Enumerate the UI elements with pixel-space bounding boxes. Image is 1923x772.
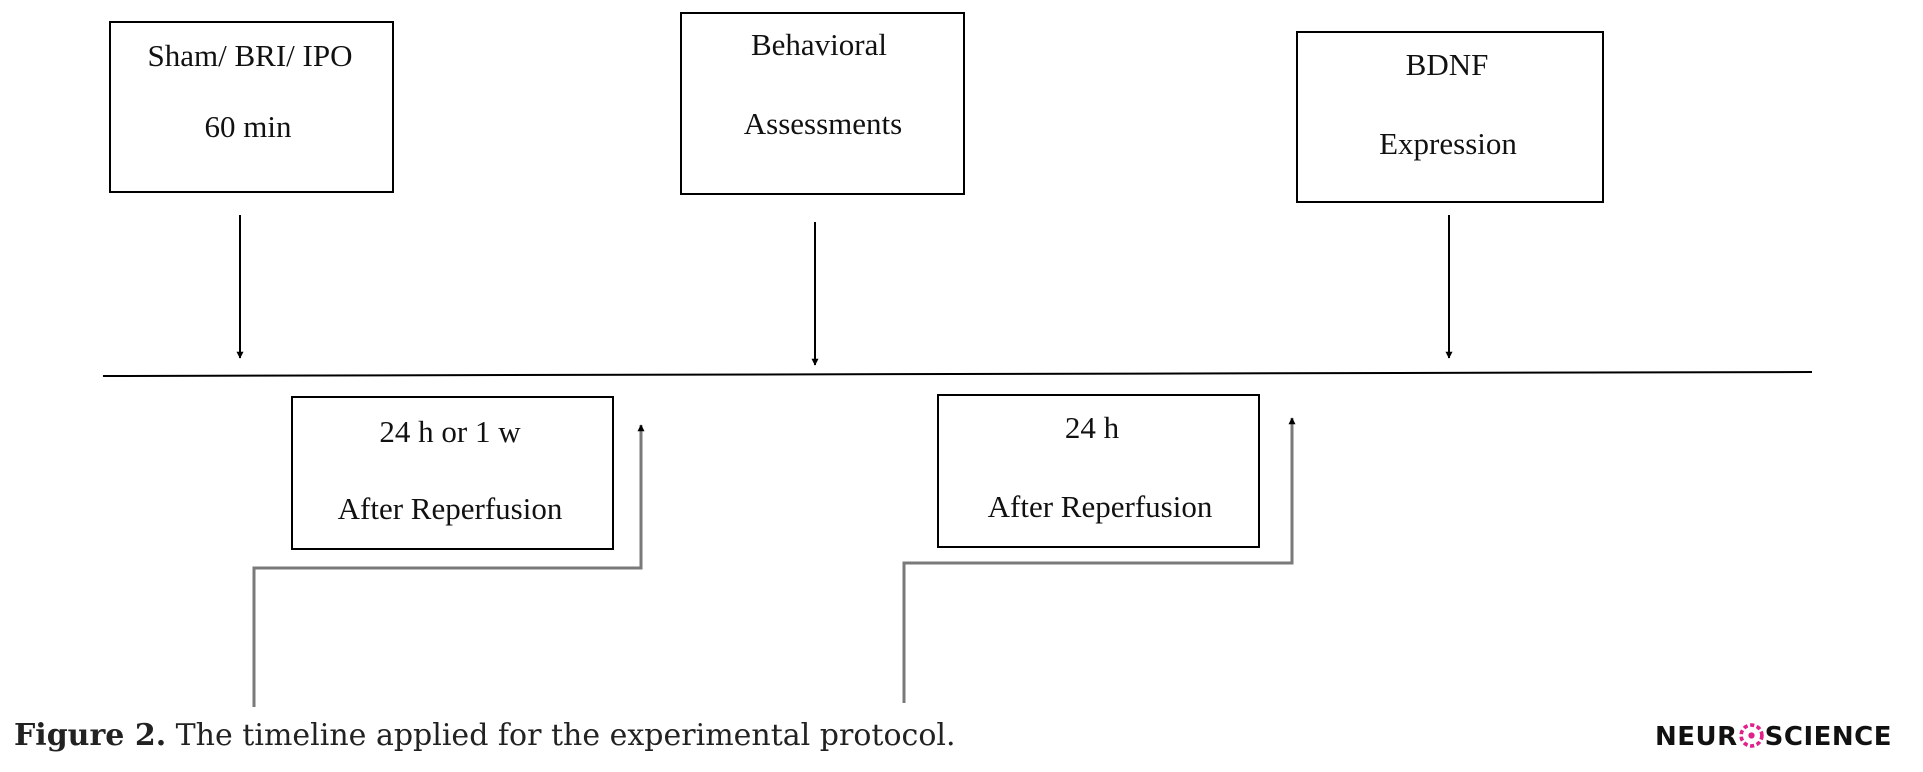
- connector-up-1: [252, 424, 645, 707]
- box-behavioral-assessments: Behavioral Assessments: [680, 12, 965, 195]
- box-24h-line2: After Reperfusion: [988, 489, 1213, 524]
- box-24h-or-1w-line2: After Reperfusion: [338, 491, 563, 526]
- figure-caption-text: The timeline applied for the experimenta…: [166, 718, 956, 753]
- logo-text-left: NEUR: [1655, 722, 1738, 752]
- box-sham-bri-ipo-line2: 60 min: [205, 109, 292, 144]
- box-bdnf-line1: BDNF: [1406, 47, 1489, 82]
- figure-caption: Figure 2. The timeline applied for the e…: [14, 718, 956, 753]
- logo-atom-icon: [1738, 723, 1764, 748]
- neuroscience-logo: NEUR SCIENCE: [1655, 722, 1892, 752]
- box-24h-line1: 24 h: [1065, 410, 1120, 445]
- box-sham-bri-ipo-line1: Sham/ BRI/ IPO: [148, 38, 353, 73]
- box-24h-or-1w-line1: 24 h or 1 w: [379, 414, 521, 449]
- logo-text-right: SCIENCE: [1764, 722, 1892, 752]
- box-24h: 24 h After Reperfusion: [937, 394, 1260, 548]
- box-behavioral-line2: Assessments: [744, 106, 902, 141]
- box-bdnf-expression: BDNF Expression: [1296, 31, 1604, 203]
- box-sham-bri-ipo: Sham/ BRI/ IPO 60 min: [109, 21, 394, 193]
- box-24h-or-1w: 24 h or 1 w After Reperfusion: [291, 396, 614, 550]
- timeline-axis: [102, 371, 1813, 377]
- connector-up-2: [902, 417, 1296, 703]
- box-behavioral-line1: Behavioral: [751, 27, 887, 62]
- figure-label: Figure 2.: [14, 718, 167, 753]
- box-bdnf-line2: Expression: [1379, 126, 1517, 161]
